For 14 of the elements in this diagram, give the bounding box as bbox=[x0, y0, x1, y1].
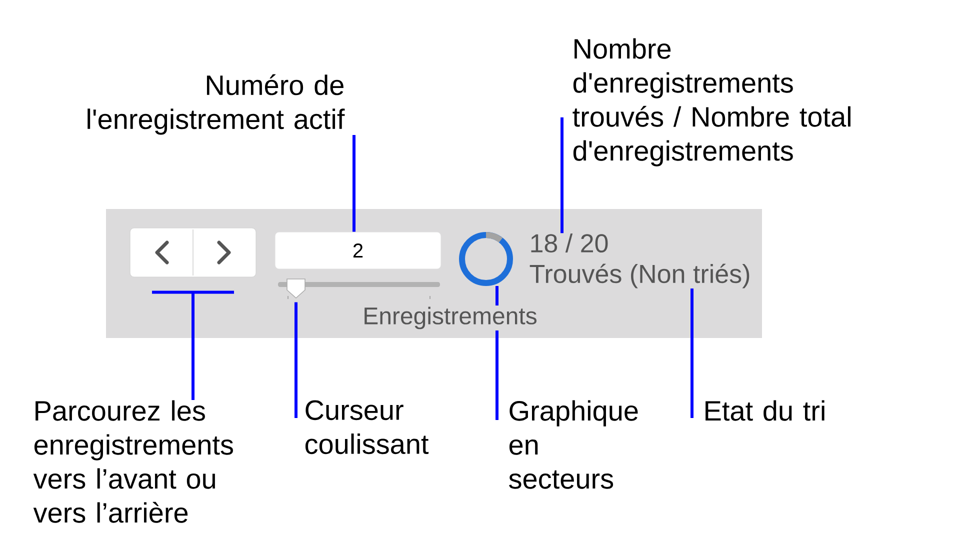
leader-line bbox=[150, 290, 236, 402]
callout-text: Etat du tri bbox=[706, 400, 824, 421]
slider-drawing bbox=[278, 278, 440, 300]
callout-text: Numéro de l'enregistrement actif bbox=[88, 74, 345, 135]
navigation-buttons-drawing bbox=[130, 228, 256, 278]
callout-text: Curseur coulissant bbox=[305, 400, 429, 454]
callout-text: Parcourez les enregistrements vers l’avant ou vers l’arrière bbox=[33, 400, 233, 523]
callout-text: Graphique en secteurs bbox=[509, 400, 638, 489]
status-text: 18 / 20 bbox=[531, 233, 608, 253]
donut-chart-icon bbox=[459, 232, 513, 286]
section-label: Enregistrements bbox=[361, 305, 539, 331]
status-text: Trouvés (Non triés) bbox=[530, 264, 750, 288]
record-number-field: 2 bbox=[274, 232, 442, 270]
callout-text: Nombre d'enregistrements trouvés / Nombre total d'enregistrements bbox=[572, 38, 850, 166]
